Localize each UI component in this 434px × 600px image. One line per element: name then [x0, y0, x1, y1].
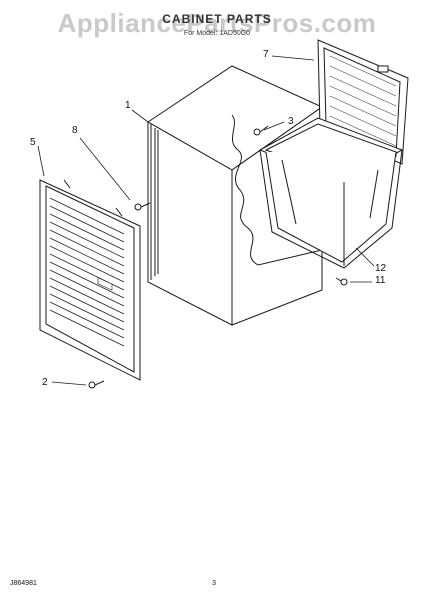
- screw-part-2: [88, 380, 105, 389]
- leader-lines: [37, 55, 375, 386]
- callout-12: 12: [375, 263, 387, 274]
- callout-11: 11: [375, 275, 386, 286]
- screw-part-3: [253, 125, 269, 136]
- watermark: AppliancePartsPros.com: [57, 8, 377, 38]
- water-bucket: [258, 117, 404, 269]
- callout-5: 5: [30, 137, 36, 148]
- page-title: CABINET PARTS: [162, 12, 272, 26]
- callout-8: 8: [72, 125, 78, 136]
- page-number: 3: [212, 580, 216, 587]
- callout-7: 7: [263, 49, 269, 60]
- callout-2: 2: [42, 377, 48, 388]
- screw-part-8: [134, 202, 151, 211]
- document-code: J864981: [10, 580, 37, 587]
- callout-3: 3: [288, 116, 294, 127]
- front-grille-panel: [39, 179, 141, 381]
- model-subtitle: For Model: 1AD50G0: [183, 30, 251, 37]
- callout-1: 1: [125, 100, 131, 111]
- screw-part-11: [335, 277, 348, 286]
